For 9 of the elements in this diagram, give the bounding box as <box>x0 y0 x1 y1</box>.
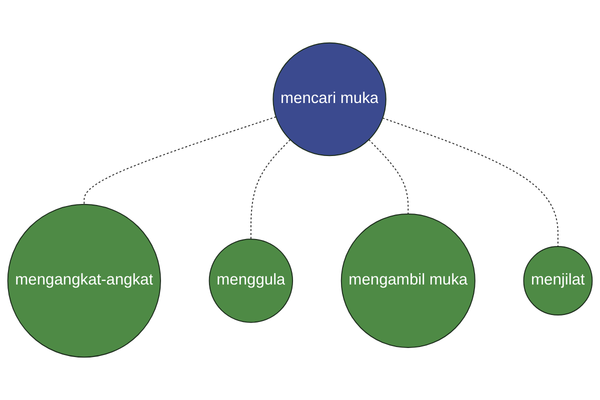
connector <box>84 116 276 205</box>
node-circle: mencari muka <box>272 42 386 156</box>
node-circle: menggula <box>208 238 294 323</box>
node-circle: menjilat <box>523 246 593 316</box>
node-circle: mengambil muka <box>340 214 476 348</box>
connector <box>250 139 291 240</box>
connector <box>382 118 558 248</box>
node-circle: mengangkat-angkat <box>7 204 161 358</box>
connector <box>368 139 409 214</box>
